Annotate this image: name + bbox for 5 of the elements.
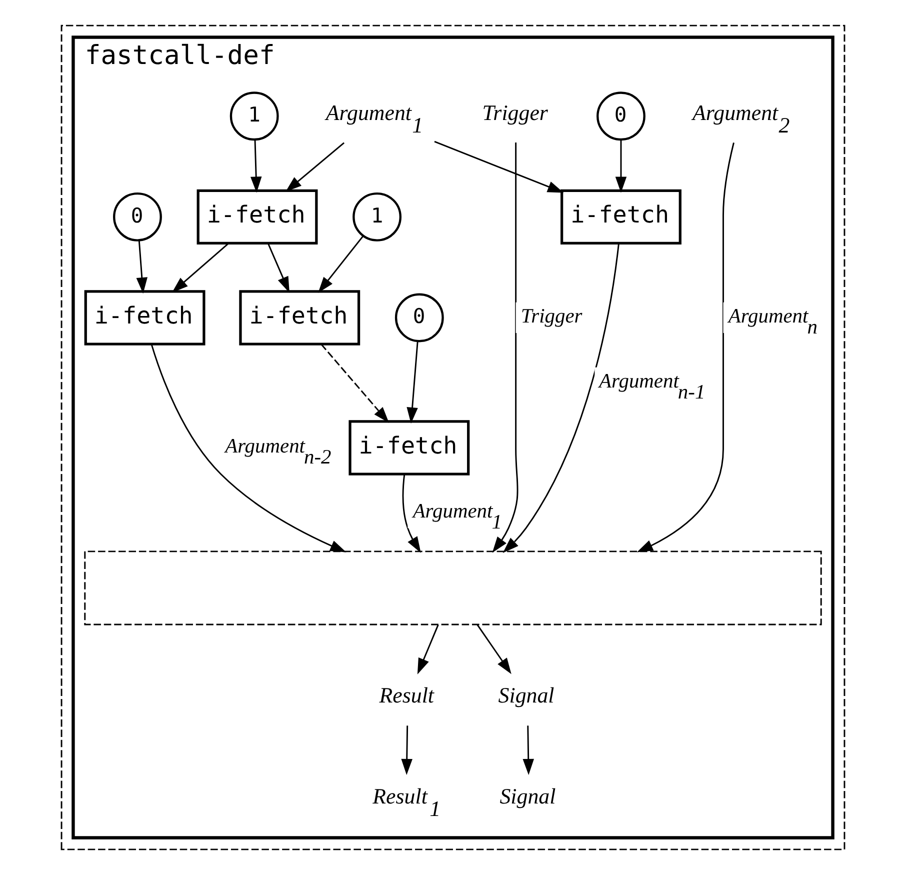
edge-label: Trigger: [520, 305, 582, 328]
node-text: Signal: [500, 783, 556, 808]
node-text: Result: [379, 682, 434, 708]
node-text: Signal: [498, 682, 554, 708]
node-text: Trigger: [482, 100, 548, 125]
